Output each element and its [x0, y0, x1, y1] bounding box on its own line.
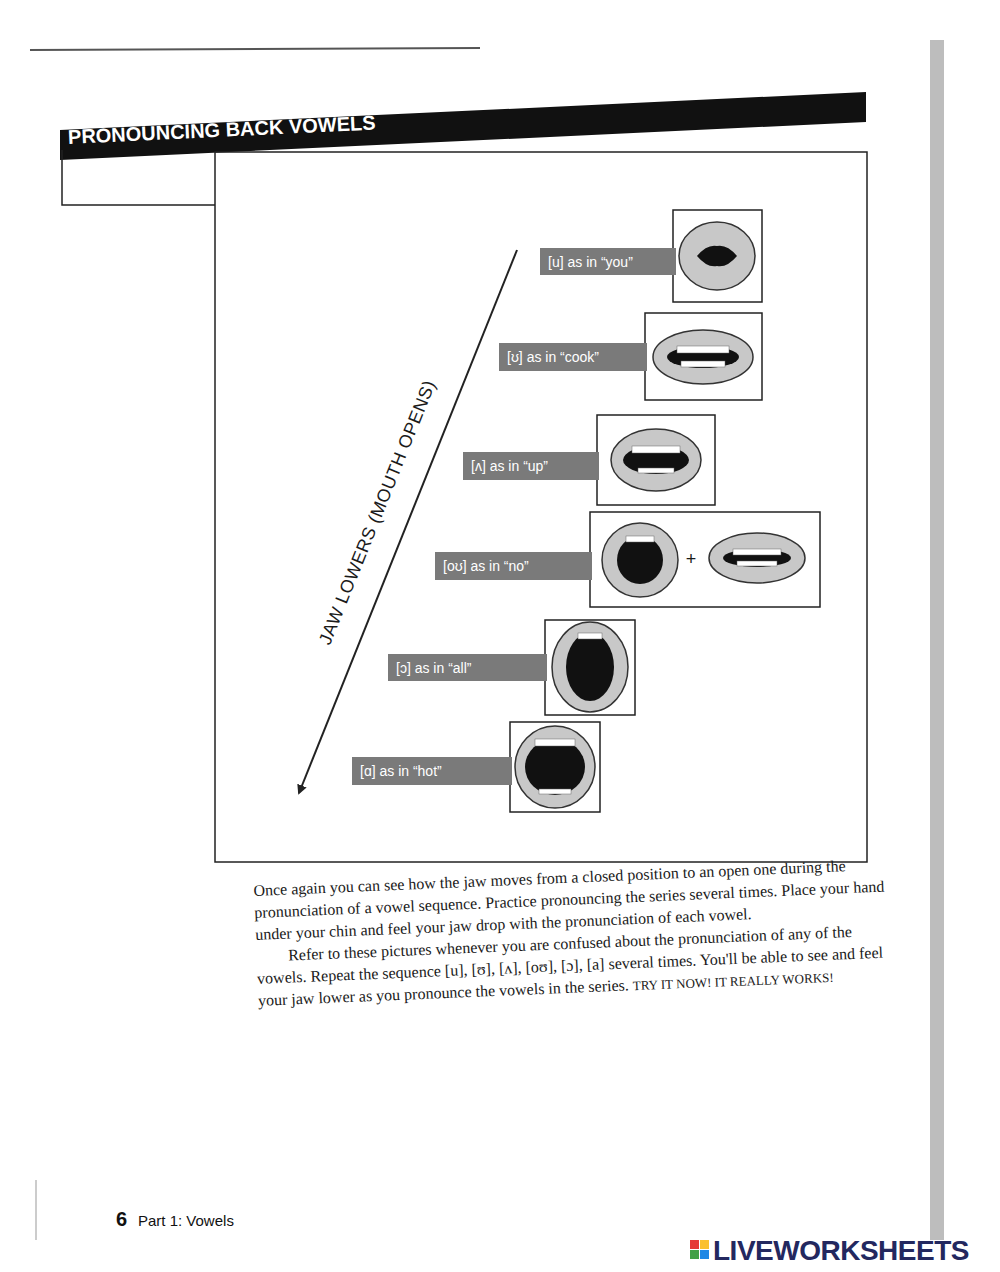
picture-box: [545, 620, 635, 715]
vowel-label-band: [ɑ] as in “hot”: [352, 757, 512, 785]
vowel-label-band: [ɔ] as in “all”: [388, 654, 547, 681]
picture-box: [673, 210, 762, 302]
frame-line: [62, 150, 215, 205]
scan-shadow: [930, 40, 944, 1240]
axis-label: JAW LOWERS (MOUTH OPENS): [315, 377, 441, 648]
picture-box: [510, 722, 600, 812]
running-footer: Part 1: Vowels: [138, 1212, 234, 1229]
mouth-picture: [611, 429, 701, 491]
title-bar: [60, 92, 866, 160]
vowel-label: [ɑ] as in “hot”: [360, 763, 442, 779]
page-number: 6: [116, 1208, 127, 1231]
vowel-label: [ʌ] as in “up”: [471, 458, 548, 474]
mouth-picture: [552, 622, 628, 712]
mouth-picture: [653, 330, 753, 384]
picture-box: [645, 313, 762, 400]
diagram-frame: [215, 152, 867, 862]
mouth-picture: [679, 222, 755, 290]
watermark-logo: LIVEWORKSHEETS: [713, 1235, 969, 1267]
scan-edge: [30, 48, 480, 50]
plus-sign: +: [686, 549, 697, 570]
emphasis-text: TRY IT NOW! IT REALLY WORKS!: [632, 970, 833, 993]
mouth-picture: [515, 726, 595, 808]
body-text-block: Once again you can see how the jaw moves…: [253, 853, 900, 1013]
vowel-label: [u] as in “you”: [548, 254, 633, 270]
vowel-label-band: [ʌ] as in “up”: [463, 452, 599, 480]
vowel-label: [ʊ] as in “cook”: [507, 349, 599, 365]
mouth-picture: [709, 533, 805, 583]
jaw-arrow: [299, 250, 517, 793]
vowel-label-band: [u] as in “you”: [540, 248, 676, 275]
picture-box: [590, 512, 820, 607]
vowel-label-band: [oʊ] as in “no”: [435, 552, 592, 580]
scan-edge: [36, 1180, 37, 1240]
picture-box: [597, 415, 715, 505]
vowel-label-band: [ʊ] as in “cook”: [499, 343, 647, 371]
vowel-label: [oʊ] as in “no”: [443, 558, 529, 574]
logo-icon: [690, 1240, 709, 1259]
vowel-label: [ɔ] as in “all”: [396, 660, 471, 676]
mouth-picture: [602, 523, 678, 597]
